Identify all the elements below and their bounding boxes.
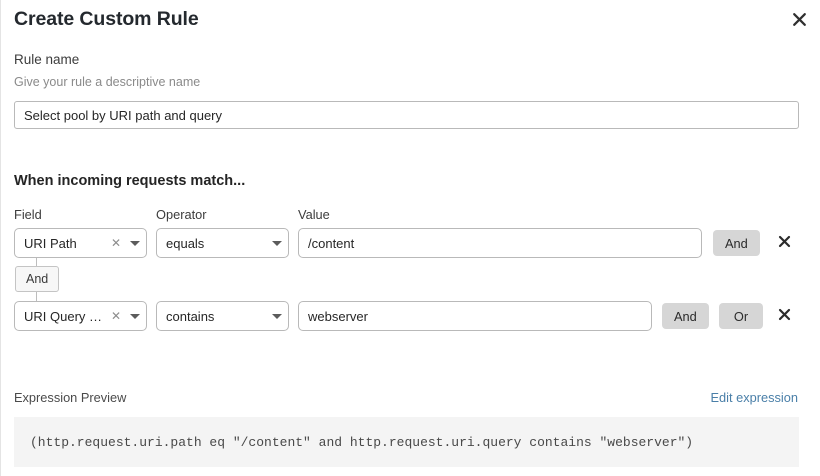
group-connector-and[interactable]: And: [15, 266, 60, 292]
column-header-operator: Operator: [156, 207, 207, 222]
close-dialog-button[interactable]: [786, 6, 812, 32]
rule-name-input[interactable]: [14, 101, 799, 129]
remove-condition-button-1[interactable]: [772, 304, 796, 328]
close-icon: [778, 235, 791, 251]
value-input-0[interactable]: [298, 228, 702, 258]
chevron-down-icon[interactable]: [124, 313, 146, 319]
operator-select-value-1: contains: [166, 308, 215, 324]
rule-name-hint: Give your rule a descriptive name: [14, 75, 201, 89]
and-button-0[interactable]: And: [713, 230, 760, 256]
operator-select-1[interactable]: contains: [156, 301, 289, 331]
condition-row: URI Path ✕ equals And: [1, 228, 820, 258]
clear-icon[interactable]: ✕: [110, 236, 122, 250]
edit-expression-link[interactable]: Edit expression: [710, 390, 799, 405]
value-input-1[interactable]: [298, 301, 652, 331]
page-title: Create Custom Rule: [14, 8, 199, 30]
close-icon: [792, 12, 807, 27]
expression-preview-box: (http.request.uri.path eq "/content" and…: [14, 417, 799, 467]
expression-preview-label: Expression Preview: [14, 390, 127, 405]
remove-condition-button-0[interactable]: [772, 231, 796, 255]
field-select-0[interactable]: URI Path ✕: [14, 228, 147, 258]
clear-icon[interactable]: ✕: [110, 309, 122, 323]
match-section-heading: When incoming requests match...: [14, 173, 246, 189]
chevron-down-icon[interactable]: [266, 240, 288, 246]
field-select-value-1: URI Query St...: [24, 308, 108, 324]
operator-select-value-0: equals: [166, 235, 205, 251]
chevron-down-icon[interactable]: [266, 313, 288, 319]
rule-name-label: Rule name: [14, 52, 80, 67]
column-header-field: Field: [14, 207, 42, 222]
connector-line-top: [36, 258, 37, 267]
field-select-value-0: URI Path: [24, 235, 77, 251]
column-header-value: Value: [298, 207, 330, 222]
or-button-1[interactable]: Or: [719, 303, 763, 329]
and-button-1[interactable]: And: [662, 303, 709, 329]
field-select-1[interactable]: URI Query St... ✕: [14, 301, 147, 331]
expression-preview-code: (http.request.uri.path eq "/content" and…: [30, 434, 694, 450]
operator-select-0[interactable]: equals: [156, 228, 289, 258]
connector-line-bottom: [36, 292, 37, 301]
chevron-down-icon[interactable]: [124, 240, 146, 246]
condition-row: URI Query St... ✕ contains And Or: [1, 301, 820, 331]
close-icon: [778, 308, 791, 324]
